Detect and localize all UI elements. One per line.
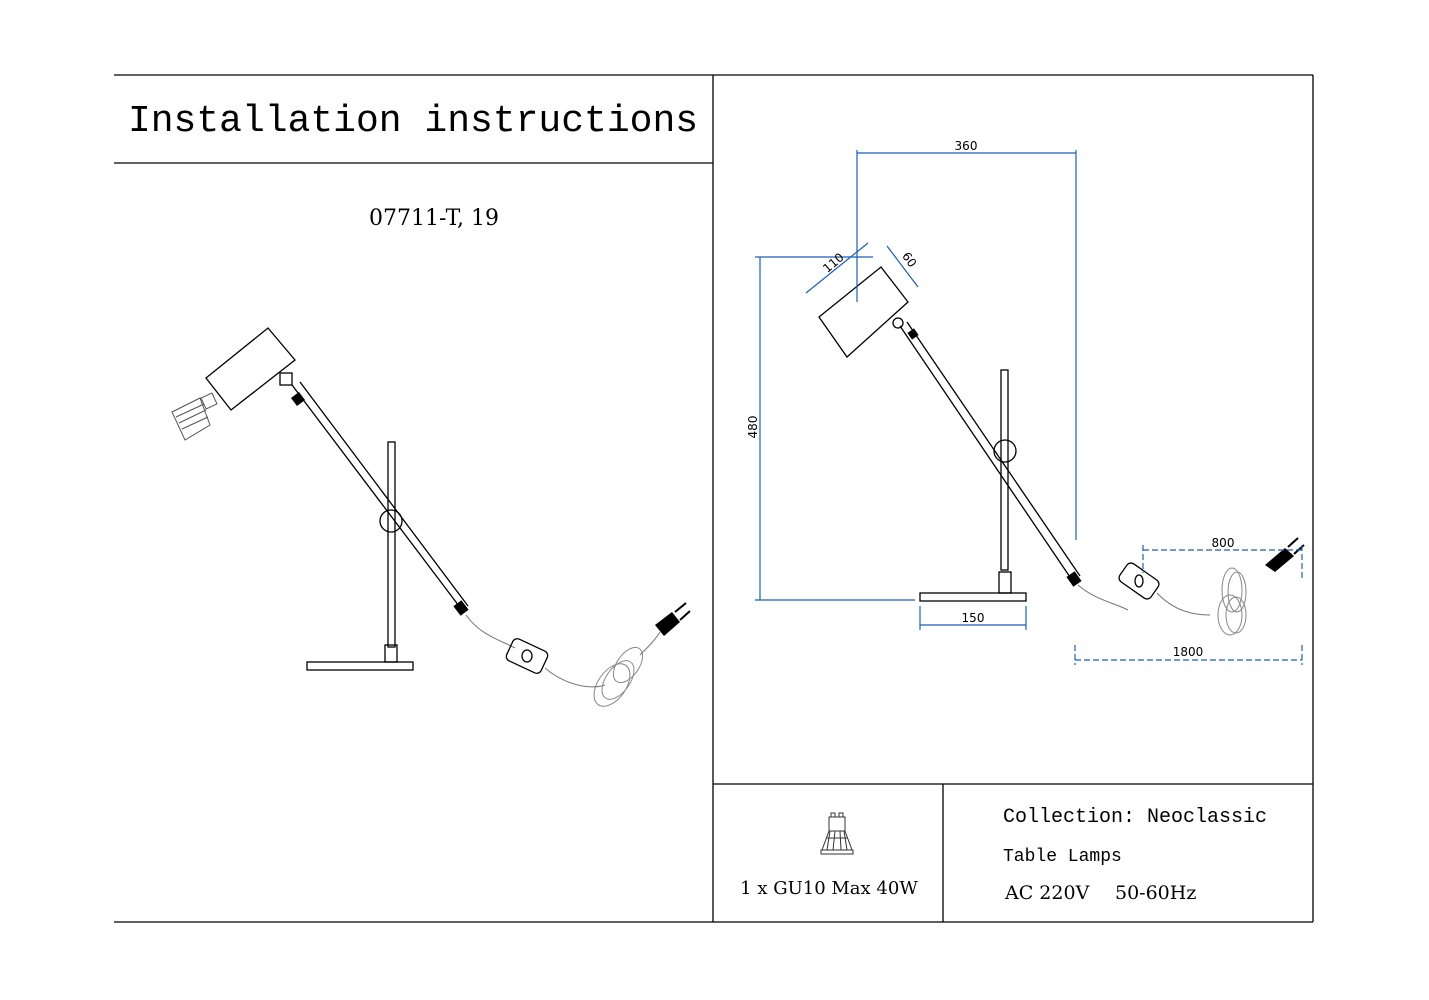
sheet-frame [114, 74, 1314, 923]
inline-switch [505, 638, 549, 674]
coiled-cord [593, 646, 644, 707]
bulb-spec: 1 x GU10 Max 40W [740, 878, 918, 899]
plug-icon [655, 612, 680, 636]
dimension-width: 360 [955, 139, 978, 153]
frequency-label: 50-60Hz [1115, 882, 1196, 904]
collection-label: Collection: Neoclassic [1003, 806, 1267, 829]
lamp-shade [818, 266, 909, 358]
dimension-drawing [755, 150, 1305, 665]
bulb-icon [171, 392, 218, 441]
voltage-label: AC 220V [1004, 882, 1090, 904]
lamp-shade [205, 327, 296, 411]
dimension-base: 150 [962, 611, 985, 625]
dimension-shade-length: 110 [820, 250, 847, 275]
category-label: Table Lamps [1003, 847, 1122, 867]
dimension-cord-switch: 800 [1212, 536, 1235, 550]
dimension-height: 480 [746, 416, 760, 439]
lamp-joint [379, 509, 403, 533]
page-title: Installation instructions [128, 100, 698, 143]
lamp-illustration [171, 327, 691, 707]
lamp-pole [387, 441, 396, 648]
lamp-base [306, 661, 414, 671]
gu10-bulb-icon [820, 812, 854, 855]
model-number: 07711-T, 19 [369, 206, 499, 231]
dimension-cord-total: 1800 [1173, 645, 1204, 659]
